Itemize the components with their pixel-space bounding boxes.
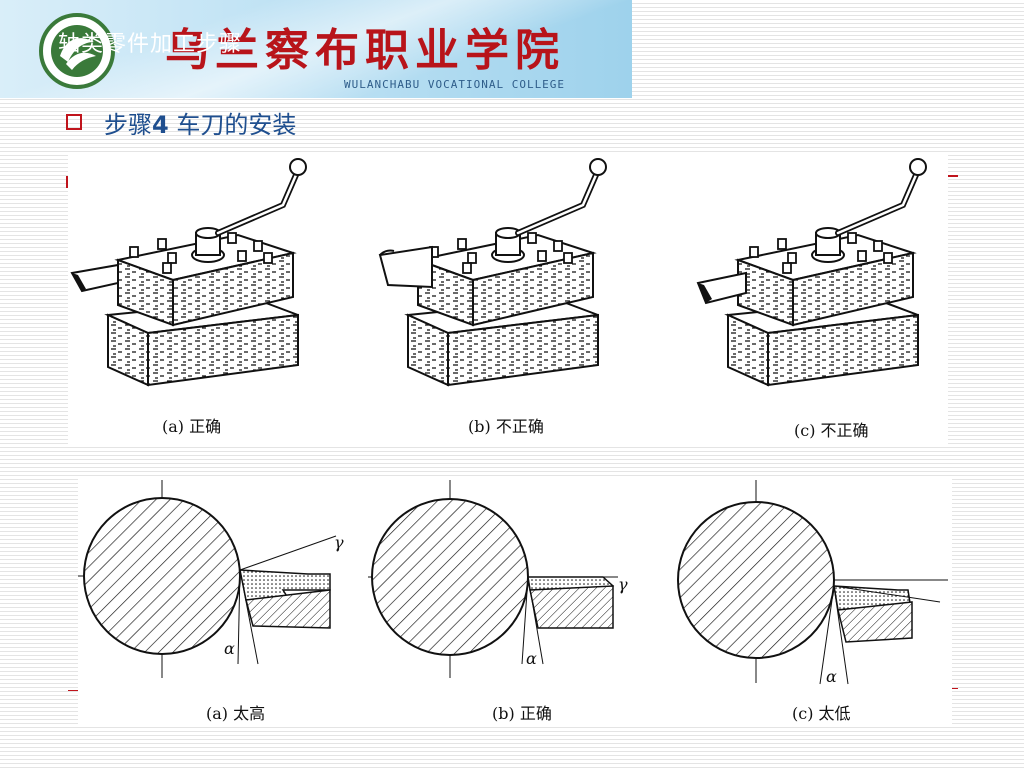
tool-height-b-drawing: α γ: [368, 480, 628, 678]
tool-height-figure: α γ α γ α (a) 太高 (b) 正确: [78, 478, 952, 726]
section-heading-text: 步骤4 车刀的安装: [104, 105, 296, 140]
angle-alpha-a: α: [224, 639, 235, 658]
angle-alpha-b: α: [526, 649, 537, 668]
tool-height-c-drawing: α: [677, 480, 948, 686]
tool-post-c-drawing: [696, 159, 926, 385]
section-heading: 步骤4 车刀的安装: [66, 105, 296, 140]
caption-bottom-a: (a) 太高: [206, 704, 265, 723]
caption-bottom-c: (c) 太低: [792, 704, 851, 723]
angle-alpha-c: α: [826, 667, 837, 686]
decor-red-tick: [952, 688, 958, 689]
decor-red-tick: [68, 690, 78, 691]
angle-gamma-b: γ: [618, 575, 628, 594]
tool-post-diagram: (a) 正确 (b) 不正确 (c) 不正确: [70, 155, 948, 440]
course-title: 轴类零件加工步骤: [58, 32, 243, 57]
section-prefix: 步骤: [104, 110, 152, 139]
college-name-cn: 乌兰察布职业学院: [165, 25, 565, 76]
tool-post-b-drawing: [378, 159, 606, 385]
caption-top-c: (c) 不正确: [794, 421, 869, 440]
tool-height-diagram: α γ α γ α (a) 太高 (b) 正确: [78, 480, 948, 723]
tool-height-a-drawing: α γ: [78, 480, 344, 678]
bullet-square-icon: [66, 114, 82, 130]
section-title: 车刀的安装: [176, 110, 297, 139]
college-logo-icon: [39, 13, 115, 89]
caption-bottom-b: (b) 正确: [492, 704, 552, 723]
section-number: 4: [152, 110, 169, 139]
college-name-en: WULANCHABU VOCATIONAL COLLEGE: [344, 78, 566, 91]
tool-post-a-drawing: [70, 159, 306, 385]
decor-red-tick: [66, 176, 68, 188]
tool-post-figure: (a) 正确 (b) 不正确 (c) 不正确: [68, 155, 948, 445]
caption-top-a: (a) 正确: [162, 417, 221, 436]
angle-gamma-a: γ: [334, 533, 344, 552]
header-banner: 乌兰察布职业学院 WULANCHABU VOCATIONAL COLLEGE 轴…: [0, 0, 632, 98]
decor-red-tick: [946, 175, 958, 177]
caption-top-b: (b) 不正确: [468, 417, 544, 436]
